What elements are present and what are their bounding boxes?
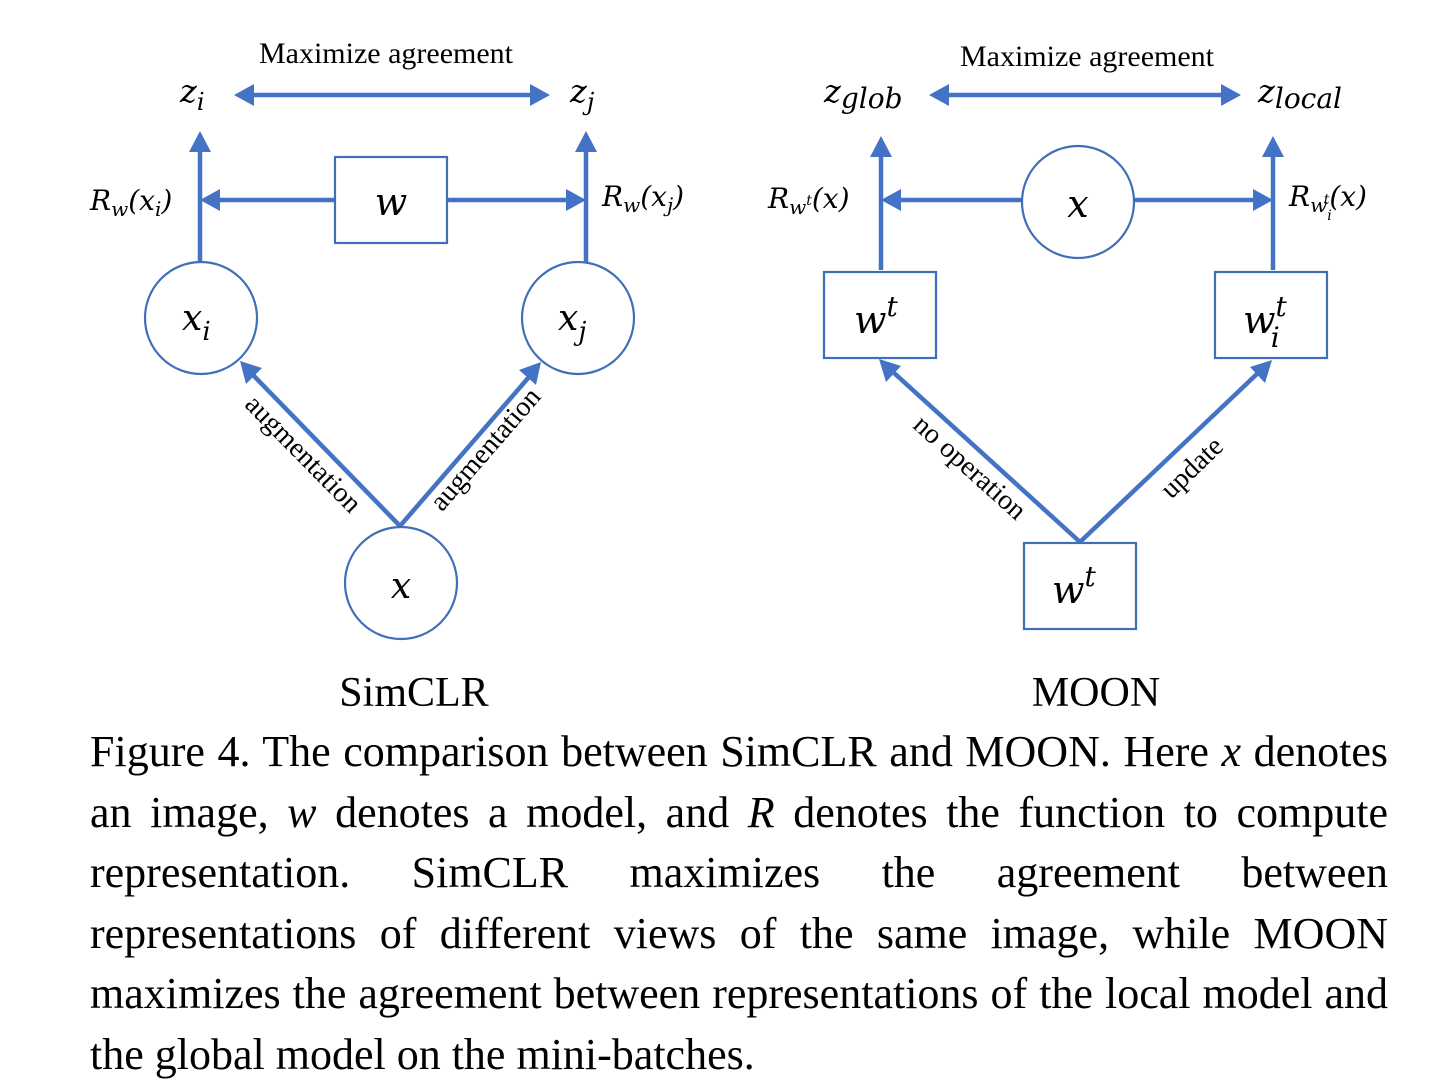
- simclr-model-box: [333, 155, 449, 245]
- moon-local-model-box: [1213, 270, 1329, 360]
- caption-prefix: Figure 4. The comparison between SimCLR …: [90, 727, 1222, 776]
- figure-caption: Figure 4. The comparison between SimCLR …: [90, 722, 1388, 1085]
- arrowhead: [530, 84, 550, 106]
- arrowhead: [234, 84, 254, 106]
- arrowhead: [1253, 189, 1273, 211]
- caption-var-w: w: [287, 787, 317, 837]
- simclr-rep-right: Rw(xj): [601, 180, 684, 217]
- simclr-arrows: [189, 84, 597, 528]
- moon-base-model-box: [1022, 541, 1138, 631]
- caption-text-2: denotes a model, and: [316, 787, 748, 837]
- arrowhead: [881, 189, 901, 211]
- arrowhead: [870, 136, 892, 157]
- arrowhead: [1262, 136, 1284, 157]
- moon-diagram: Maximize agreement zglob zlocal Rwt(x) R…: [767, 40, 1367, 716]
- comparison-figure: Maximize agreement zi zj Rw(xi) Rw(xj) w…: [89, 37, 1367, 716]
- caption-var-x: x: [1221, 727, 1242, 776]
- simclr-edge-right-label: augmentation: [424, 382, 547, 517]
- arrowhead: [566, 189, 586, 211]
- arrowhead: [1250, 360, 1272, 383]
- simclr-view-left-label: xi: [182, 298, 211, 347]
- simclr-agreement-label: Maximize agreement: [259, 37, 514, 70]
- simclr-model-label: w: [375, 180, 408, 224]
- arrowhead: [519, 362, 541, 385]
- moon-rep-right: Rwit(x): [1288, 180, 1367, 224]
- simclr-augment-right-arrow: [398, 375, 531, 528]
- moon-update-arrow: [1078, 371, 1260, 544]
- moon-input-node: [1020, 144, 1136, 260]
- simclr-input-node: [343, 525, 459, 641]
- simclr-view-right-node: [520, 260, 636, 376]
- arrowhead: [929, 84, 949, 106]
- moon-arrows: [870, 84, 1284, 544]
- caption-text-rest: denotes the function to compute represen…: [90, 787, 1388, 1079]
- simclr-title: SimCLR: [339, 670, 488, 716]
- moon-edge-right-label: update: [1154, 431, 1229, 505]
- moon-agreement-label: Maximize agreement: [960, 40, 1215, 73]
- moon-global-model-label: wt: [854, 290, 899, 342]
- moon-base-model-label: wt: [1052, 560, 1097, 612]
- simclr-view-left-node: [143, 260, 259, 376]
- simclr-z-left: zi: [179, 72, 205, 116]
- simclr-rep-left: Rw(xi): [89, 184, 172, 221]
- caption-text-1: denotes an image,: [90, 727, 1388, 837]
- moon-global-model-box: [822, 270, 938, 360]
- moon-z-left: zglob: [823, 72, 903, 115]
- arrowhead: [189, 131, 211, 152]
- moon-title: MOON: [1032, 670, 1160, 716]
- simclr-diagram: Maximize agreement zi zj Rw(xi) Rw(xj) w…: [89, 37, 684, 716]
- moon-no-operation-arrow: [891, 370, 1082, 544]
- arrowhead: [575, 131, 597, 152]
- simclr-z-right: zj: [569, 72, 595, 116]
- moon-z-right: zlocal: [1257, 72, 1342, 115]
- simclr-augment-left-arrow: [251, 373, 402, 528]
- arrowhead: [1221, 84, 1241, 106]
- simclr-edge-left-label: augmentation: [239, 389, 368, 519]
- moon-input-label: x: [1067, 182, 1088, 226]
- arrowhead: [200, 189, 220, 211]
- caption-var-r: R: [747, 787, 775, 837]
- simclr-input-label: x: [391, 566, 411, 607]
- moon-edge-left-label: no operation: [907, 409, 1032, 526]
- arrowhead: [879, 359, 901, 382]
- arrowhead: [240, 361, 262, 384]
- moon-rep-left: Rwt(x): [767, 182, 850, 219]
